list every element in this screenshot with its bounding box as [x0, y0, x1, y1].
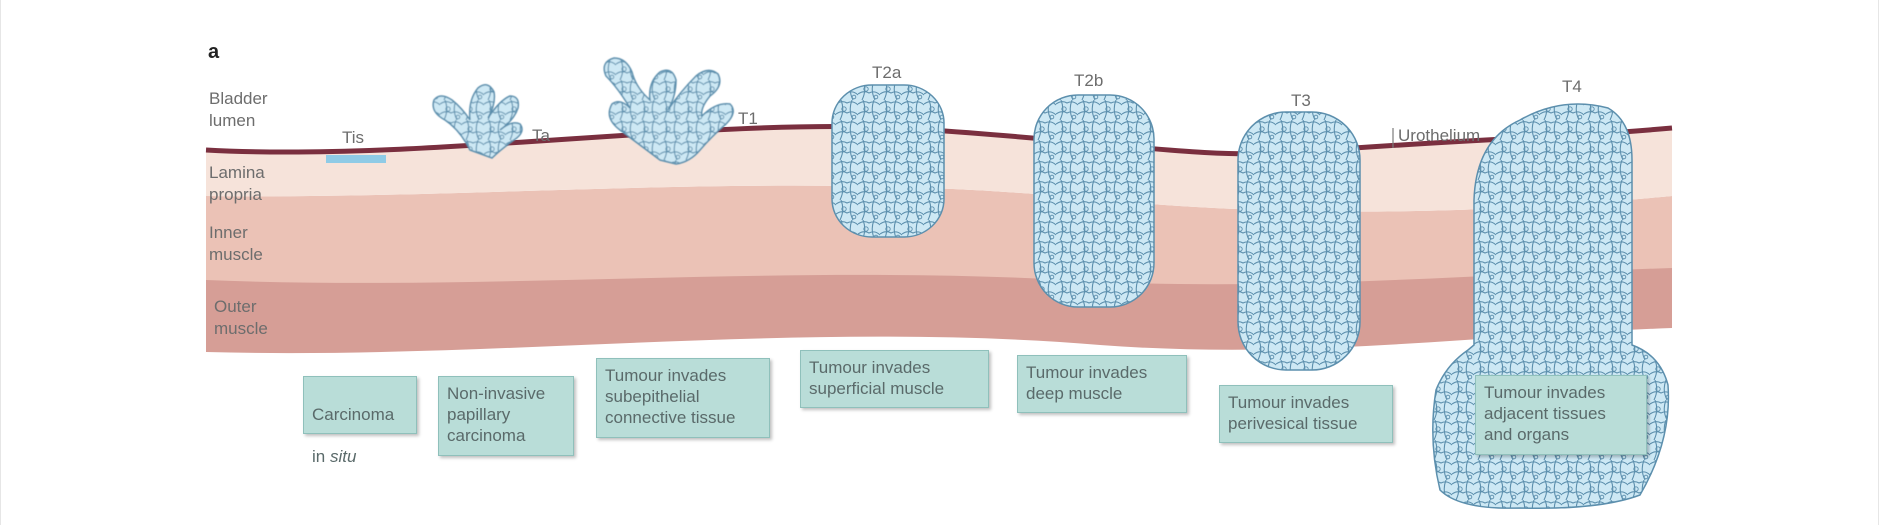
bladder-lumen-label-line2: lumen [209, 111, 255, 130]
ta-papillary-tumour [432, 84, 523, 159]
inner-muscle-label-line2: muscle [209, 245, 263, 264]
description-box-t2b: Tumour invades deep muscle [1017, 355, 1187, 413]
description-box-t3: Tumour invades perivesical tissue [1219, 385, 1393, 443]
stage-label-tis: Tis [342, 128, 364, 147]
stage-label-t1: T1 [738, 109, 758, 128]
bladder-lumen-label-line1: Bladder [209, 89, 268, 108]
panel-label: a [208, 41, 220, 63]
description-tis-line1: Carcinoma [312, 405, 395, 424]
description-tis-line2-prefix: in [312, 447, 330, 466]
description-tis-line2: in situ [312, 446, 408, 467]
description-tis-line2-italic: situ [329, 447, 357, 466]
carcinoma-in-situ-segment [326, 155, 386, 163]
t3-tumour [1237, 111, 1361, 371]
outer-muscle-label-line2: muscle [214, 319, 268, 338]
description-box-t1: Tumour invades subepithelial connective … [596, 358, 770, 438]
description-box-t4: Tumour invades adjacent tissues and orga… [1475, 375, 1647, 455]
description-box-ta: Non-invasive papillary carcinoma [438, 376, 574, 456]
stage-label-t4: T4 [1562, 77, 1582, 96]
urothelium-label: Urothelium [1398, 126, 1480, 145]
outer-muscle-label-line1: Outer [214, 297, 257, 316]
lamina-propria-label-line2: propria [209, 185, 262, 204]
lamina-propria-label-line1: Lamina [209, 163, 265, 182]
frame-left-border [0, 0, 1, 525]
t2b-tumour [1033, 94, 1155, 308]
stage-label-t3: T3 [1291, 91, 1311, 110]
t2a-tumour [831, 84, 945, 238]
inner-muscle-label-line1: Inner [209, 223, 248, 242]
description-box-tis: Carcinoma in situ [303, 376, 417, 466]
description-box-t2a: Tumour invades superficial muscle [800, 350, 989, 408]
stage-label-t2b: T2b [1074, 71, 1103, 90]
t1-tumour [603, 57, 734, 165]
stage-label-t2a: T2a [872, 63, 902, 82]
stage-label-ta: Ta [532, 126, 551, 145]
